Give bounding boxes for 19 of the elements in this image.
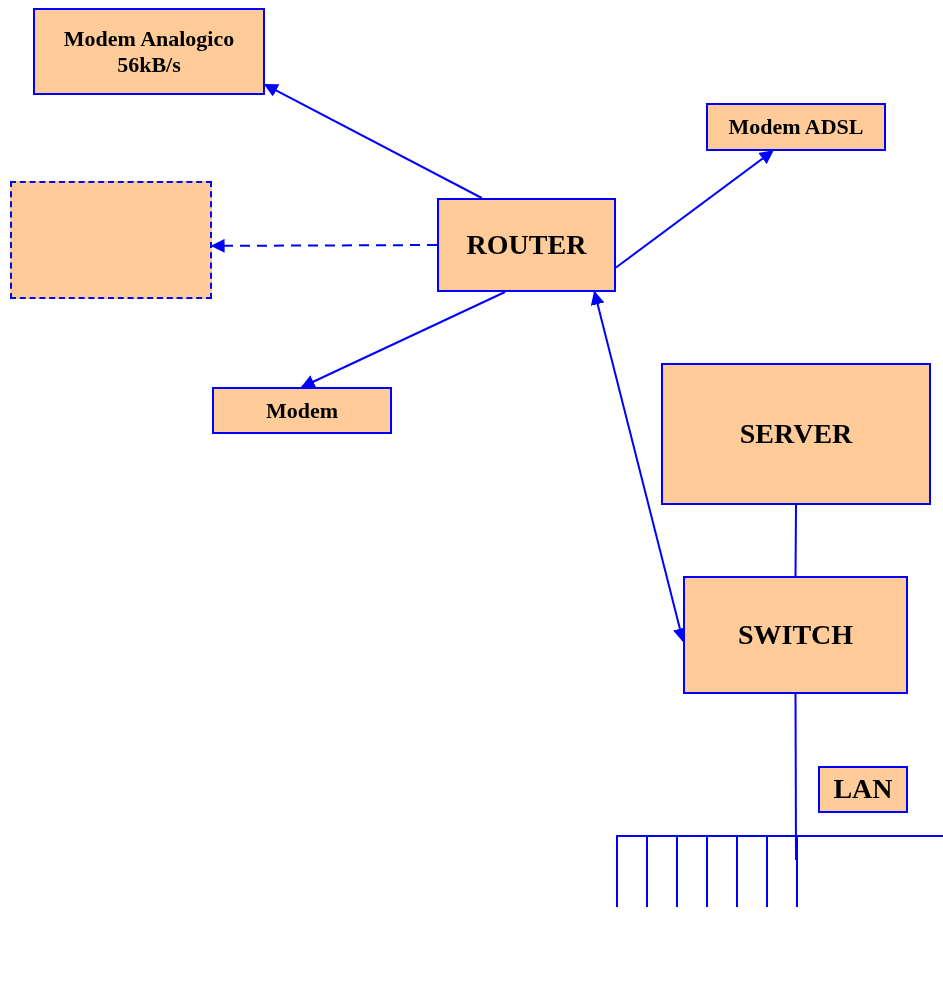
device-label: LAN: [832, 773, 894, 806]
device-label: Modem ADSL: [727, 114, 865, 140]
device-label: Modem Analogico 56kB/s: [62, 26, 236, 77]
connector-line: [794, 693, 797, 861]
device-box: [437, 198, 616, 292]
arrow: [615, 150, 774, 269]
device-label: SWITCH: [736, 618, 855, 652]
device-label: SERVER: [738, 417, 854, 451]
arrow: [300, 291, 506, 388]
device-box: [706, 103, 886, 151]
device-box: [33, 8, 265, 95]
device-box: [212, 387, 392, 434]
device-label: ROUTER: [465, 228, 588, 262]
device-box: [818, 766, 908, 813]
device-box: [661, 363, 931, 505]
device-label: Modem: [264, 397, 340, 424]
empty-box: [10, 181, 212, 299]
device-box: [683, 576, 908, 694]
connector-line: [794, 504, 797, 577]
